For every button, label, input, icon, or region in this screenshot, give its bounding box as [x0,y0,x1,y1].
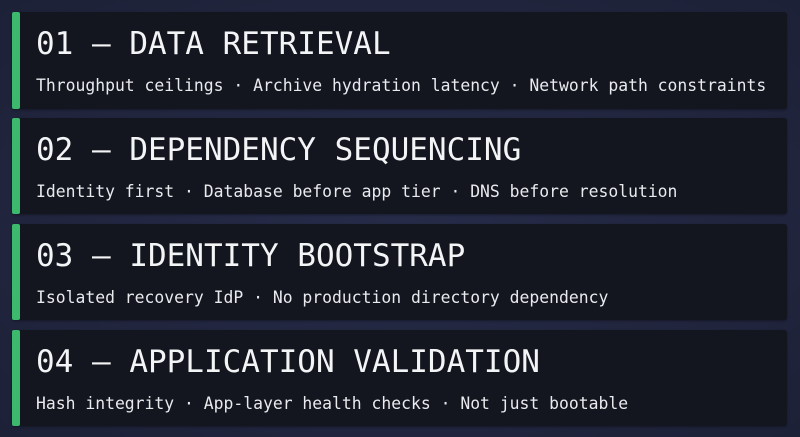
step-card-application-validation: 04 — APPLICATION VALIDATION Hash integri… [12,330,787,426]
step-card-list: 01 — DATA RETRIEVAL Throughput ceilings … [12,12,787,426]
step-subtitle: Throughput ceilings · Archive hydration … [36,76,767,95]
step-subtitle: Isolated recovery IdP · No production di… [36,288,609,307]
step-card-dependency-sequencing: 02 — DEPENDENCY SEQUENCING Identity firs… [12,118,787,214]
step-title: 03 — IDENTITY BOOTSTRAP [36,238,466,274]
accent-bar [12,12,20,109]
accent-bar [12,224,20,320]
step-card-data-retrieval: 01 — DATA RETRIEVAL Throughput ceilings … [12,12,787,109]
step-subtitle: Identity first · Database before app tie… [36,182,678,201]
accent-bar [12,118,20,214]
step-subtitle: Hash integrity · App-layer health checks… [36,394,629,413]
step-title: 02 — DEPENDENCY SEQUENCING [36,132,522,168]
step-title: 04 — APPLICATION VALIDATION [36,344,540,380]
accent-bar [12,330,20,426]
step-title: 01 — DATA RETRIEVAL [36,26,391,62]
step-card-identity-bootstrap: 03 — IDENTITY BOOTSTRAP Isolated recover… [12,224,787,320]
